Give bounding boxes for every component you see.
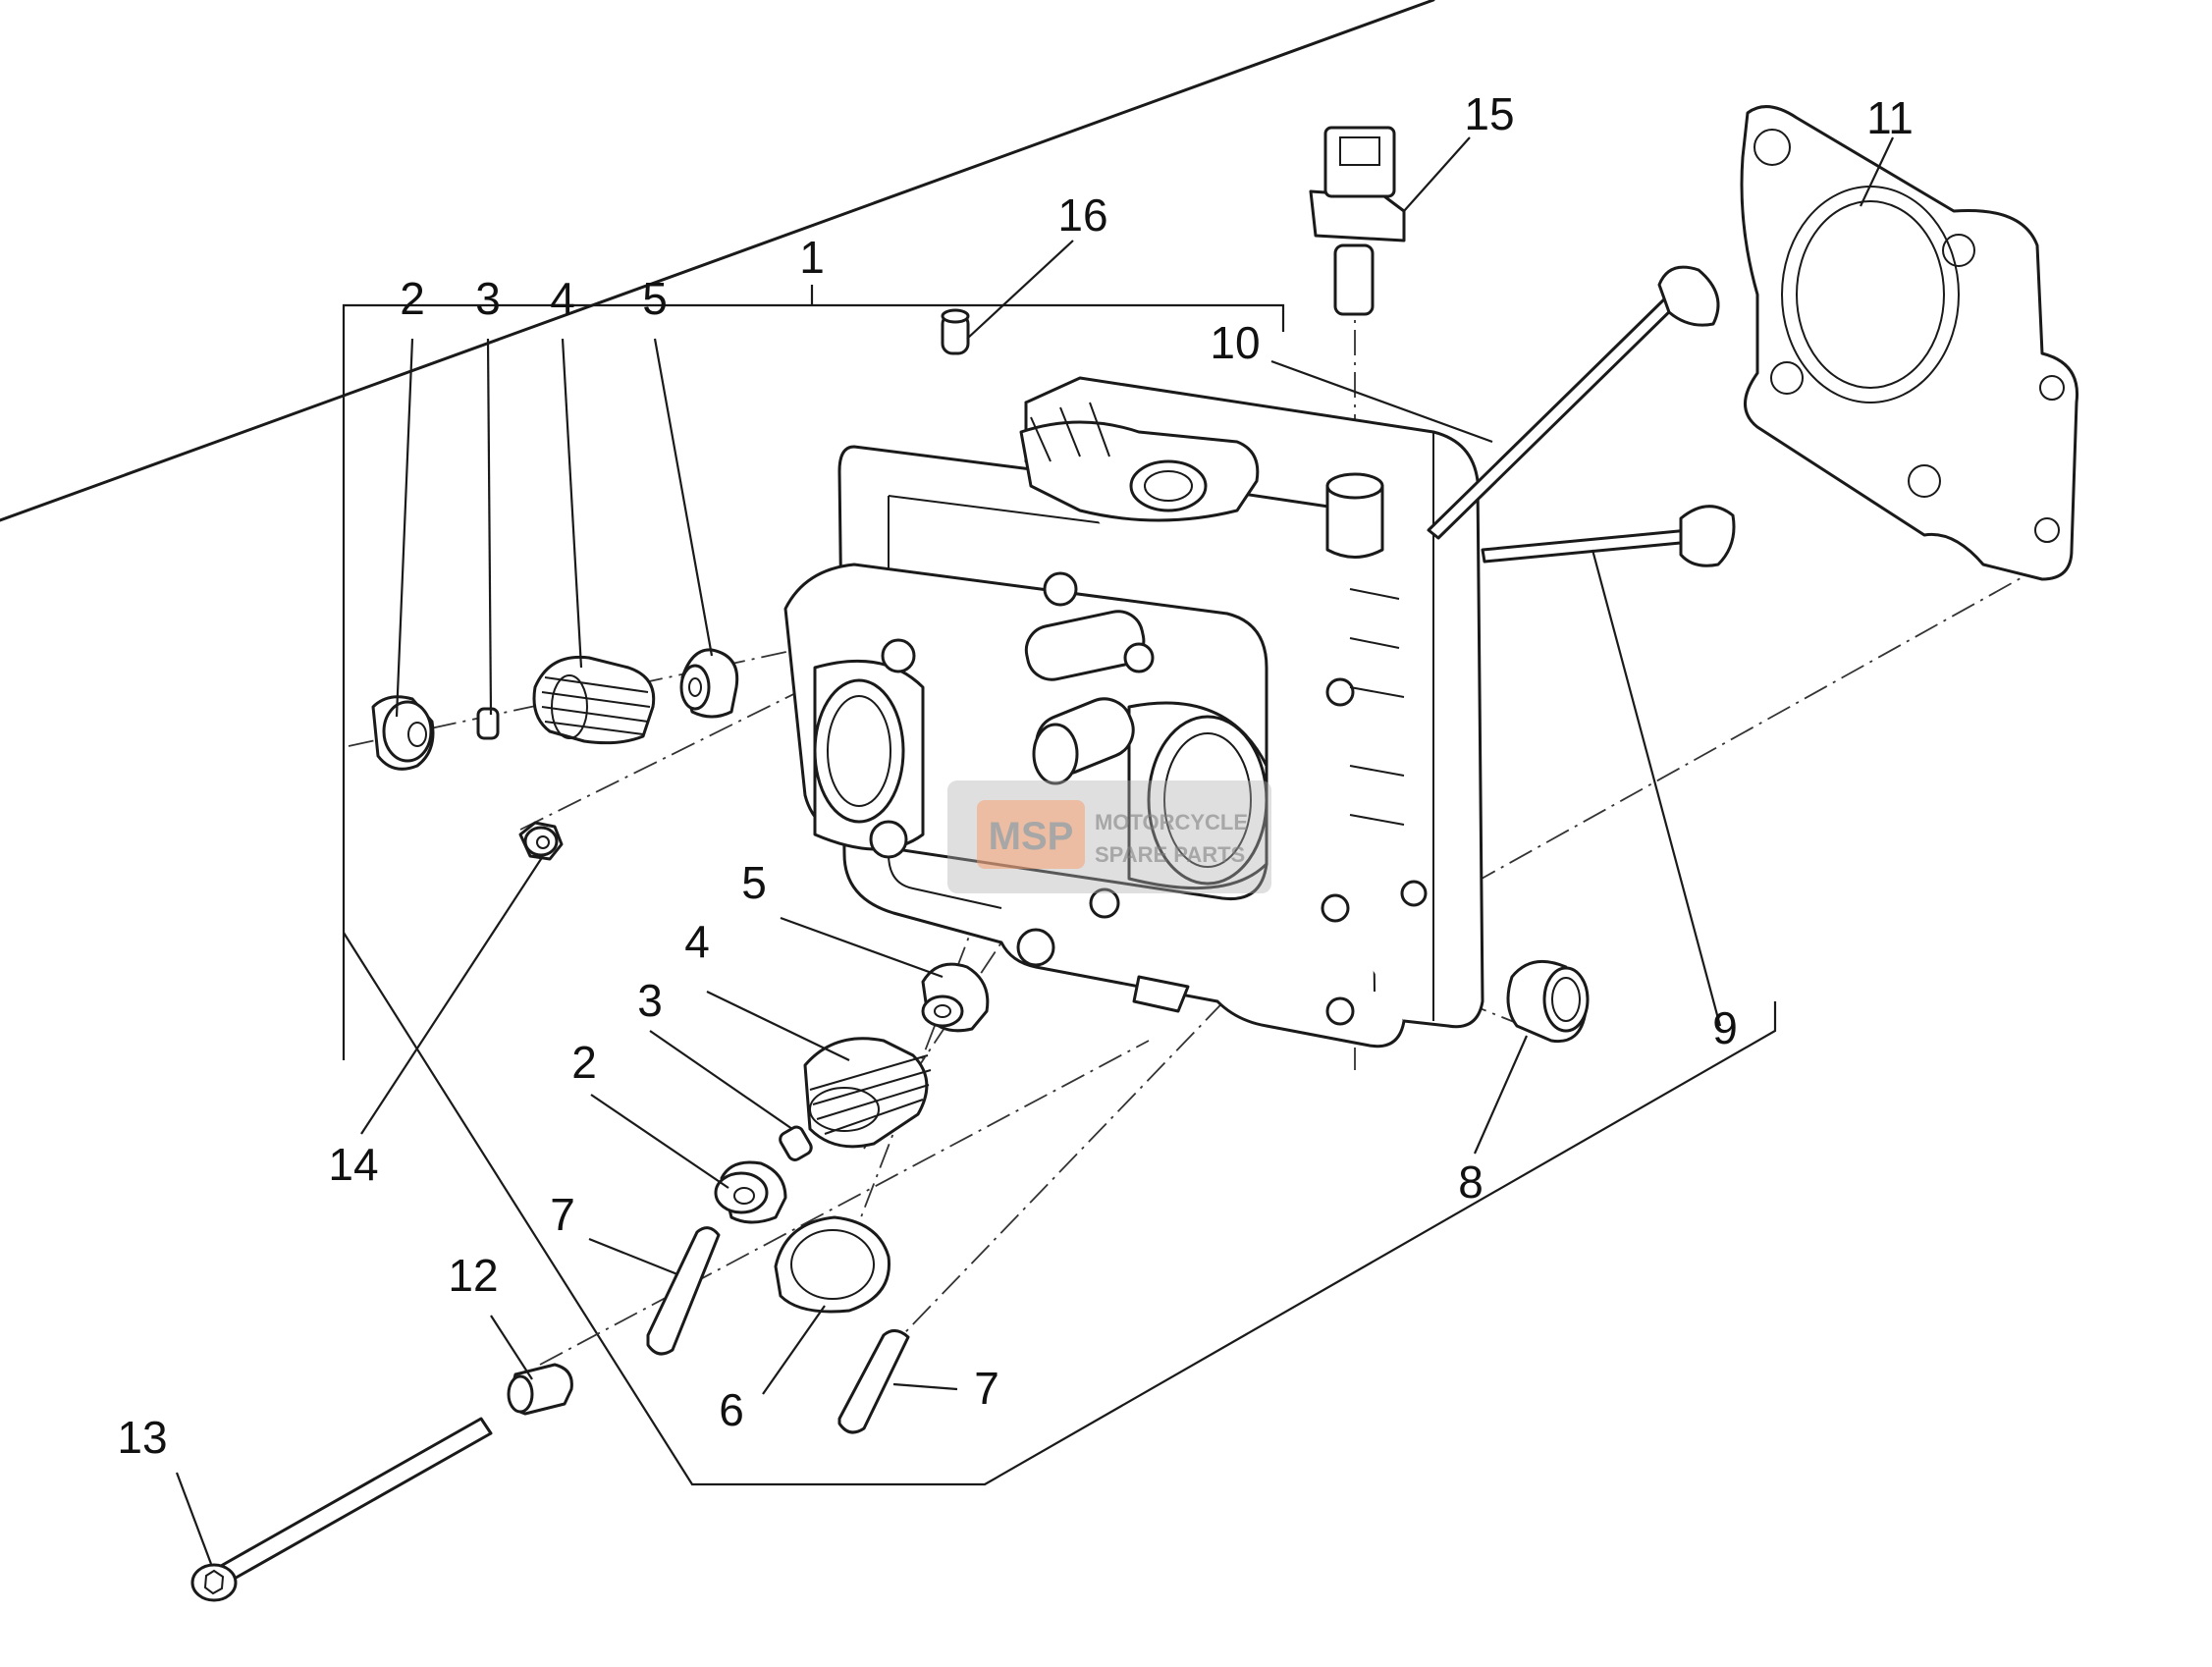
watermark-line2: SPARE PARTS	[1095, 842, 1245, 867]
callout-10: 10	[1210, 317, 1260, 368]
callout-2-lower: 2	[571, 1037, 597, 1088]
callout-1: 1	[799, 232, 825, 283]
dowel-pin-left	[646, 1226, 721, 1356]
head-gasket	[1740, 105, 2079, 581]
dowel-pin-right	[837, 1329, 910, 1434]
valve-shim-washer	[774, 1215, 890, 1314]
callout-8: 8	[1458, 1156, 1484, 1208]
group-bracket-1	[342, 285, 1777, 1486]
callout-5-lower: 5	[741, 857, 767, 908]
callout-3-upper: 3	[475, 273, 501, 324]
cylinder-head	[783, 376, 1484, 1049]
nut-flange	[518, 821, 564, 861]
callout-14: 14	[328, 1139, 378, 1190]
valve-cap-upper	[371, 695, 435, 771]
callout-4-upper: 4	[550, 273, 575, 324]
valve-seal-upper	[679, 648, 739, 719]
dowel-pin-top	[941, 308, 970, 355]
valve-spring-upper	[532, 655, 656, 745]
callout-13: 13	[117, 1412, 167, 1463]
temperature-sensor	[1309, 126, 1406, 316]
callout-3-lower: 3	[637, 975, 663, 1026]
callout-6: 6	[719, 1384, 744, 1435]
callout-7-right: 7	[974, 1363, 999, 1414]
callout-16: 16	[1057, 189, 1107, 241]
valve-intake	[1481, 505, 1736, 567]
valve-seal-lower	[921, 962, 990, 1033]
watermark: MSP MOTORCYCLE SPARE PARTS	[947, 780, 1271, 893]
head-bolt	[190, 1417, 493, 1602]
callout-7-left: 7	[550, 1189, 575, 1240]
callout-11: 11	[1866, 92, 1914, 143]
watermark-line1: MOTORCYCLE	[1095, 810, 1248, 834]
valve-collet-lower	[779, 1125, 813, 1161]
valve-cap-lower	[714, 1160, 787, 1224]
valve-spring-lower	[803, 1037, 932, 1149]
sleeve-bush	[507, 1363, 573, 1416]
callout-4-lower: 4	[684, 916, 710, 967]
callout-5-upper: 5	[642, 273, 668, 324]
valve-exhaust	[0, 0, 1720, 540]
valve-collet-upper	[476, 707, 500, 740]
callout-2-upper: 2	[400, 273, 425, 324]
callout-12: 12	[448, 1250, 498, 1301]
leader-lines	[175, 136, 1894, 1565]
callout-15: 15	[1464, 88, 1514, 139]
callout-9: 9	[1712, 1002, 1738, 1053]
needle-bearing	[1506, 959, 1590, 1044]
watermark-logo: MSP	[989, 815, 1074, 858]
callout-labels: 1 2 3 4 5 16 15 11 10 5 4 3 2 14 9 8 7 1…	[117, 88, 1913, 1463]
